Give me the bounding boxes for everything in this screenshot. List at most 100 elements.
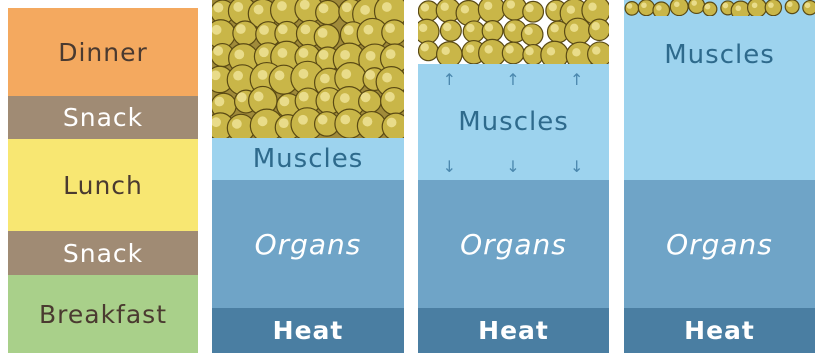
fat-cell-highlight xyxy=(360,5,370,15)
fat-cell-highlight xyxy=(550,24,558,32)
fat-cell-highlight xyxy=(340,115,350,125)
fat-cell xyxy=(523,1,544,22)
energy-stack-no-fat: Muscles Organs Heat xyxy=(624,0,815,353)
layer-organs: Organs xyxy=(212,180,404,308)
fat-cell-highlight xyxy=(340,93,350,103)
fat-cell-highlight xyxy=(318,115,328,125)
fat-cell-highlight xyxy=(674,2,680,8)
fat-cell xyxy=(502,42,524,64)
fat-cell-highlight xyxy=(301,25,311,35)
fat-cell-highlight xyxy=(592,22,600,30)
meal-timeline: Dinner Snack Lunch Snack Breakfast xyxy=(8,8,198,353)
fat-cell-highlight xyxy=(279,118,289,128)
layer-muscles: Muscles xyxy=(624,16,815,180)
fat-cell-highlight xyxy=(213,46,223,56)
fat-cell-highlight xyxy=(259,25,269,35)
fat-cell-highlight xyxy=(382,73,392,83)
fat-cell-highlight xyxy=(484,45,492,53)
fat-cell xyxy=(418,1,438,21)
meal-label: Dinner xyxy=(58,38,148,67)
fat-cell-highlight xyxy=(768,2,774,8)
fat-cell-highlight xyxy=(278,48,288,58)
meal-snack: Snack xyxy=(8,231,198,275)
fat-cell-highlight xyxy=(233,2,243,12)
fat-cell xyxy=(748,0,767,16)
arrow-down-icon: ↓ xyxy=(506,157,520,176)
layer-muscles: Muscles xyxy=(212,138,404,180)
fat-cell-highlight xyxy=(440,3,448,11)
layer-muscles: ↑ ↑ ↑ Muscles ↓ ↓ ↓ xyxy=(418,64,609,180)
fat-cell-highlight xyxy=(627,3,633,9)
fat-cell xyxy=(565,18,591,44)
fat-cell-highlight xyxy=(485,23,493,31)
fat-cell-highlight xyxy=(259,47,269,57)
fat-store-medium xyxy=(418,0,609,64)
layer-heat: Heat xyxy=(418,308,609,353)
fat-cell-highlight xyxy=(254,5,264,15)
fat-cell-highlight xyxy=(215,97,225,107)
fat-cell xyxy=(521,24,542,45)
fat-cell-highlight xyxy=(419,24,427,32)
fat-cell-highlight xyxy=(421,3,429,11)
fat-cell-highlight xyxy=(547,47,555,55)
fat-cell xyxy=(314,25,339,50)
fat-cell-highlight xyxy=(340,50,350,60)
fat-cell-highlight xyxy=(237,92,247,102)
layer-organs: Organs xyxy=(624,180,815,308)
fat-cell-highlight xyxy=(234,49,244,59)
fat-cell-highlight xyxy=(299,48,309,58)
fat-cell-highlight xyxy=(442,47,450,55)
fat-cell xyxy=(418,41,438,61)
meal-label: Snack xyxy=(63,239,143,268)
fat-cell-highlight xyxy=(275,71,285,81)
fat-cell-highlight xyxy=(567,6,575,14)
fat-cell xyxy=(638,0,654,16)
layer-label: Muscles xyxy=(458,107,569,137)
fat-cell xyxy=(482,21,503,42)
energy-stack-half-fat: ↑ ↑ ↑ Muscles ↓ ↓ ↓ Organs Heat xyxy=(418,0,609,353)
meal-breakfast: Breakfast xyxy=(8,275,198,353)
fat-cell-highlight xyxy=(214,3,224,13)
fat-cell-highlight xyxy=(507,0,515,8)
fat-cell-highlight xyxy=(525,47,533,55)
fat-cell-highlight xyxy=(299,92,309,102)
fat-cell-highlight xyxy=(387,118,397,128)
fat-cell xyxy=(479,39,506,64)
fat-cell-highlight xyxy=(588,3,596,11)
fat-cell-highlight xyxy=(691,0,697,6)
fat-cell xyxy=(382,20,404,45)
fat-cell-highlight xyxy=(752,2,758,8)
fat-cell-highlight xyxy=(382,2,392,12)
fat-cell-highlight xyxy=(320,74,330,84)
fat-cell-highlight xyxy=(484,2,492,10)
fat-cell-highlight xyxy=(549,3,557,11)
fat-cell-highlight xyxy=(258,70,268,80)
layer-label: Heat xyxy=(478,316,549,345)
meal-lunch: Lunch xyxy=(8,139,198,231)
meal-dinner: Dinner xyxy=(8,8,198,96)
fat-cell-highlight xyxy=(421,43,429,51)
fat-cell-highlight xyxy=(365,70,375,80)
fat-cell xyxy=(357,112,385,138)
fat-cell-highlight xyxy=(341,69,351,79)
fat-cell-highlight xyxy=(366,51,376,61)
fat-cell-highlight xyxy=(300,0,310,10)
fat-cell-highlight xyxy=(232,119,242,129)
fat-cell-highlight xyxy=(319,50,329,60)
down-arrows: ↓ ↓ ↓ xyxy=(418,157,609,176)
fat-cell xyxy=(625,2,639,16)
arrow-up-icon: ↑ xyxy=(570,70,584,89)
fat-cell-highlight xyxy=(344,25,354,35)
fat-cell-highlight xyxy=(572,48,580,56)
fat-cell-highlight xyxy=(705,4,711,10)
layer-label: Organs xyxy=(255,228,362,261)
layer-label: Muscles xyxy=(253,144,364,174)
fat-cell-highlight xyxy=(656,5,662,11)
layer-label: Muscles xyxy=(664,40,775,70)
fat-cell-highlight xyxy=(443,23,451,31)
fat-cell xyxy=(463,21,484,42)
fat-cell-highlight xyxy=(212,25,222,35)
meal-label: Breakfast xyxy=(39,300,167,329)
fat-cell-highlight xyxy=(385,23,395,33)
arrow-up-icon: ↑ xyxy=(443,70,457,89)
